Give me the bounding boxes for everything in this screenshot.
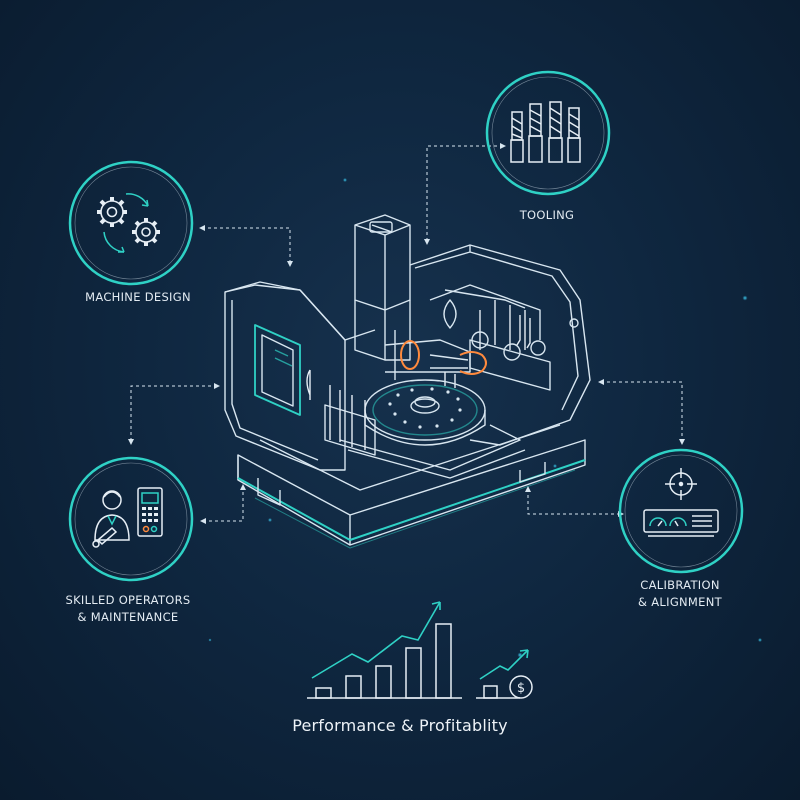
- crosshair-gauge-icon: [643, 468, 719, 537]
- dollar-symbol: $: [517, 681, 525, 696]
- calibration-node: [618, 448, 744, 574]
- bar-3: [375, 665, 392, 699]
- calibration-label: CALIBRATION & ALIGNMENT: [638, 578, 722, 609]
- end-mills-icon: [510, 101, 581, 163]
- machine-design-node: [68, 160, 194, 286]
- bar-chart-growth-icon: [307, 601, 462, 699]
- operators-label: SKILLED OPERATORS & MAINTENANCE: [65, 593, 191, 624]
- growth-line: [311, 601, 441, 679]
- connector-arrowheads: [128, 143, 685, 524]
- performance-label: Performance & Profitablity: [292, 716, 508, 735]
- profit-icon: [476, 649, 533, 699]
- bar-5: [435, 623, 452, 699]
- bar-2: [345, 675, 362, 699]
- dashed-connectors: [130, 145, 683, 522]
- operators-node: [68, 456, 194, 582]
- background-sparkles: [208, 178, 762, 658]
- machine-design-label: MACHINE DESIGN: [85, 290, 191, 304]
- tooling-node: [485, 70, 611, 196]
- gears-icon: [97, 193, 160, 253]
- tooling-label: TOOLING: [519, 208, 575, 222]
- cnc-machine-icon: [224, 214, 591, 549]
- bar-4: [405, 647, 422, 699]
- operator-control-panel-icon: [92, 487, 163, 548]
- bar-1: [315, 687, 332, 699]
